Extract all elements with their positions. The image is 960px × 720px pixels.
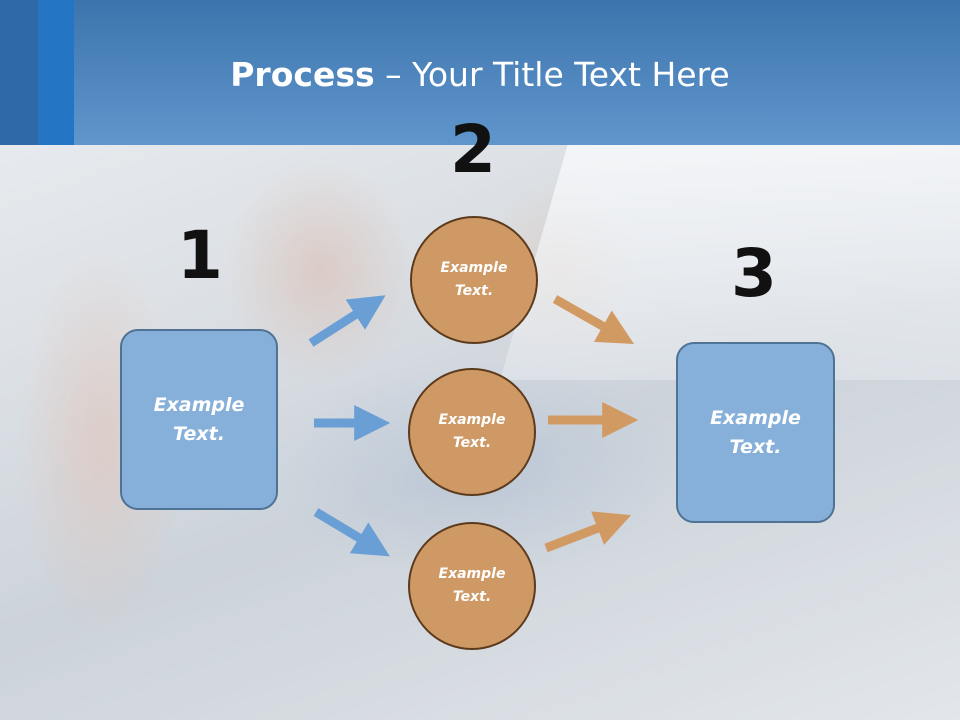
step-number-1[interactable]: 1 — [177, 217, 223, 294]
right-box-line1: Example — [710, 406, 801, 429]
left-box-line2: Text. — [173, 422, 225, 445]
arrow-left-to-top[interactable] — [308, 295, 386, 347]
arrow-top-to-right[interactable] — [552, 295, 635, 345]
right-output-box[interactable]: Example Text. — [676, 342, 835, 523]
arrow-bottom-to-right[interactable] — [544, 511, 632, 553]
circle-middle-line2: Text. — [452, 435, 492, 451]
slide-title-bold: Process — [230, 55, 375, 94]
arrow-left-to-bottom[interactable] — [313, 508, 390, 557]
circle-bottom[interactable]: Example Text. — [408, 522, 536, 650]
background-car-window — [500, 140, 960, 380]
left-input-box[interactable]: Example Text. — [120, 329, 278, 510]
circle-bottom-line1: Example — [438, 566, 506, 582]
circle-top-line2: Text. — [454, 283, 494, 299]
header-accent-stripe — [0, 0, 38, 145]
circle-middle-line1: Example — [438, 412, 506, 428]
circle-top-line1: Example — [440, 260, 508, 276]
circle-middle[interactable]: Example Text. — [408, 368, 536, 496]
step-number-3[interactable]: 3 — [731, 235, 777, 312]
circle-bottom-line2: Text. — [452, 589, 492, 605]
slide-title-rest: – Your Title Text Here — [374, 55, 730, 94]
left-box-line1: Example — [153, 393, 245, 416]
slide-title[interactable]: Process – Your Title Text Here — [0, 52, 960, 98]
right-box-line2: Text. — [729, 435, 782, 458]
step-number-2[interactable]: 2 — [450, 111, 496, 188]
circle-top[interactable]: Example Text. — [410, 216, 538, 344]
header-accent-stripe — [38, 0, 74, 145]
title-header-band — [0, 0, 960, 145]
